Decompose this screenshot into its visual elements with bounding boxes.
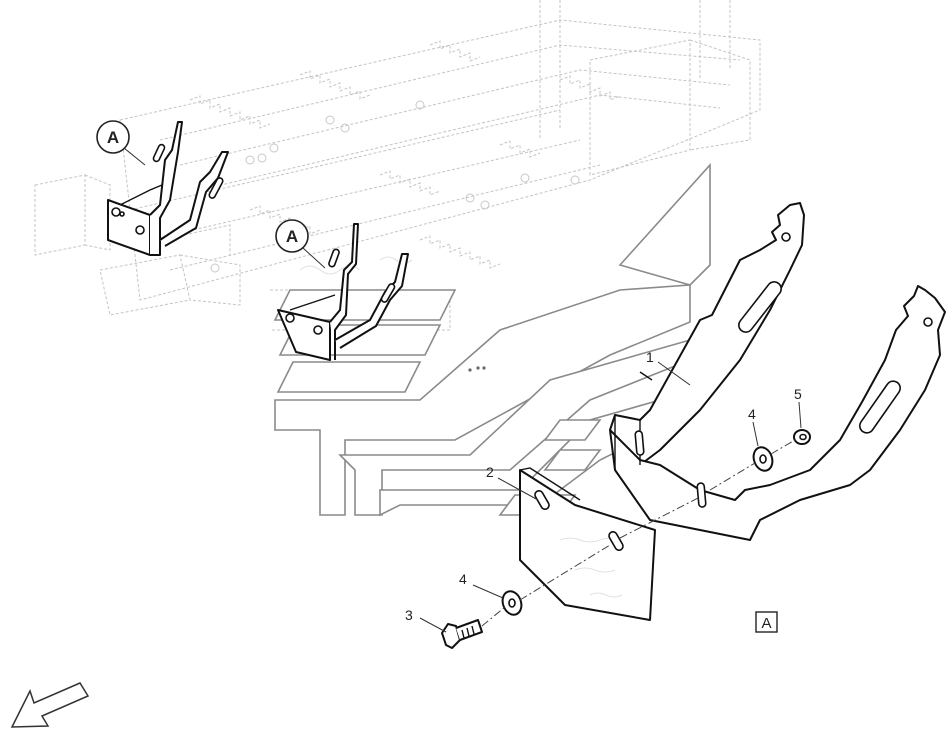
balloon-upper-label: A (107, 128, 119, 147)
bracket-item-1 (609, 202, 946, 541)
callout-3: 3 (405, 607, 447, 633)
bracket-location-middle (277, 223, 409, 361)
callout-1: 1 (646, 349, 691, 386)
plate-item-2 (519, 467, 656, 621)
callout-1-label: 1 (646, 349, 654, 365)
callout-5: 5 (794, 386, 802, 429)
nut-item-5 (793, 429, 811, 445)
bolt-item-3 (441, 619, 483, 649)
washer-item-4-lower (501, 590, 523, 616)
bracket-location-upper (107, 121, 229, 256)
view-label-text: A (761, 615, 771, 632)
callout-3-label: 3 (405, 607, 413, 623)
callout-4-upper: 4 (748, 406, 759, 447)
callout-2: 2 (486, 464, 539, 501)
assembly-lines (481, 439, 796, 627)
callout-4-upper-label: 4 (748, 406, 756, 422)
detail-balloon-middle: A (275, 219, 326, 269)
callout-4-lower-label: 4 (459, 571, 467, 587)
view-label: A (755, 611, 778, 633)
balloon-lower-label: A (286, 227, 298, 246)
callout-2-label: 2 (486, 464, 494, 480)
chevron-decal (273, 162, 711, 517)
orientation-arrow-icon (10, 682, 90, 728)
detail-balloon-upper: A (96, 120, 146, 166)
background-assembly (34, 0, 761, 331)
callout-5-label: 5 (794, 386, 802, 402)
callout-4-lower: 4 (459, 571, 504, 599)
washer-item-4-upper (752, 446, 774, 472)
